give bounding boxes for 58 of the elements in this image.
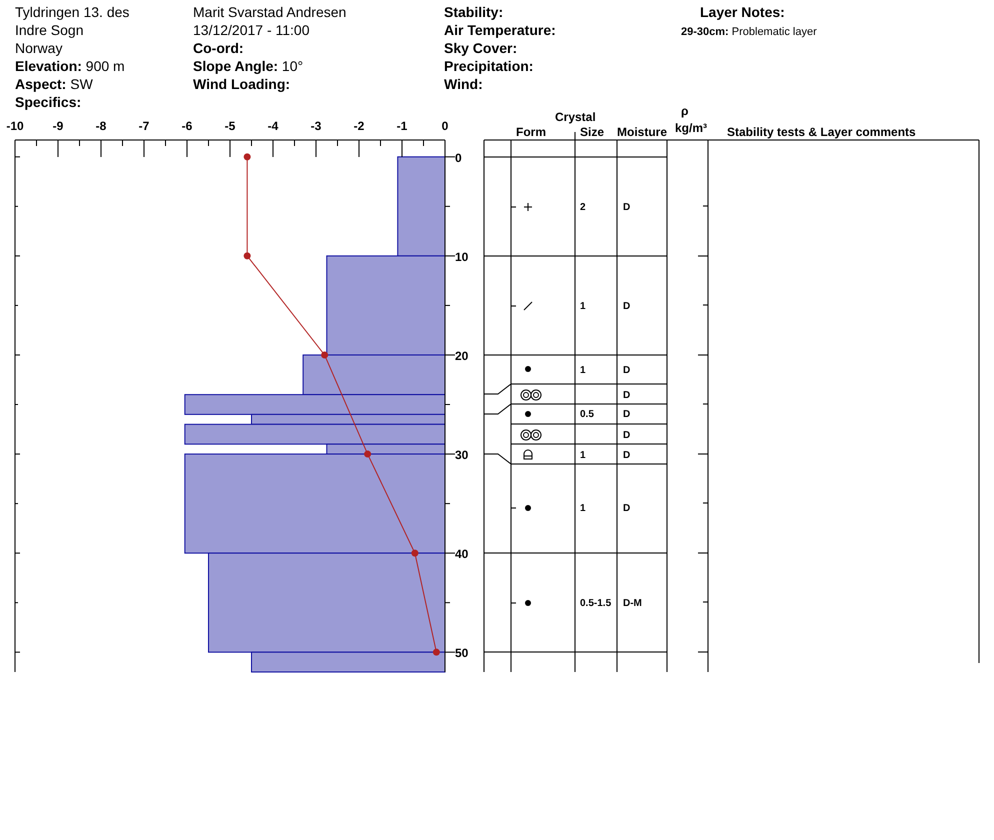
column-header: Moisture (617, 126, 668, 139)
table-cell-text: 1 (580, 365, 586, 376)
header-field: Wind Loading: (193, 76, 290, 92)
axis-tick-label: -6 (182, 119, 192, 133)
header-field: Norway (15, 40, 62, 56)
header-field: Marit Svarstad Andresen (193, 4, 346, 20)
header-field: Air Temperature: (444, 22, 556, 38)
header-field: Specifics: (15, 94, 82, 110)
axis-tick-label: 30 (455, 448, 468, 462)
column-header: ρ (681, 105, 688, 118)
axis-tick-label: -4 (268, 119, 278, 133)
header-field: Indre Sogn (15, 22, 84, 38)
table-cell-text: D (623, 202, 630, 213)
header-field: Precipitation: (444, 58, 534, 74)
table-cell-text: 2 (580, 202, 586, 213)
header-field: Co-ord: (193, 40, 244, 56)
header-field: Layer Notes: (700, 4, 785, 20)
column-header: kg/m³ (675, 122, 708, 135)
axis-tick-label: 0 (442, 119, 448, 133)
table-cell-text: 1 (580, 503, 586, 514)
axis-tick-label: -8 (96, 119, 106, 133)
table-cell-text: D (623, 390, 630, 401)
header-field: 13/12/2017 - 11:00 (193, 22, 310, 38)
axis-tick-label: -1 (396, 119, 408, 133)
axis-tick-label: -5 (224, 119, 236, 133)
table-cell-text: 0.5-1.5 (580, 598, 612, 609)
table-cell-text: 1 (580, 450, 586, 461)
axis-tick-label: 50 (455, 646, 468, 660)
table-cell-text: D (623, 503, 630, 514)
header-field: Elevation: 900 m (15, 58, 125, 74)
axis-tick-label: -9 (52, 119, 64, 133)
axis-tick-label: 10 (455, 250, 468, 264)
table-cell-text: 0.5 (580, 409, 594, 420)
axis-tick-label: -10 (6, 119, 24, 133)
axis-tick-label: 40 (455, 547, 468, 562)
column-header: Stability tests & Layer comments (727, 126, 916, 139)
layer-note: 29-30cm: Problematic layer (681, 25, 817, 40)
table-cell-text: D (623, 430, 630, 441)
table-cell-text: D (623, 301, 630, 312)
column-header: Size (580, 126, 604, 139)
table-cell-text: D-M (623, 598, 642, 609)
table-cell-text: D (623, 450, 630, 461)
table-cell-text: D (623, 409, 630, 420)
axis-tick-label: -3 (310, 119, 322, 133)
table-cell-text: 1 (580, 301, 586, 312)
header-field: Wind: (444, 76, 483, 92)
axis-tick-label: 0 (455, 150, 462, 165)
column-header: Form (516, 126, 546, 139)
header-field: Aspect: SW (15, 76, 93, 92)
header-field: Tyldringen 13. des (15, 4, 130, 20)
header-field: Stability: (444, 4, 504, 20)
axis-tick-label: 20 (455, 348, 468, 363)
axis-tick-label: -2 (354, 119, 364, 133)
axis-tick-label: -7 (138, 119, 150, 133)
table-cell-text: D (623, 365, 630, 376)
header-field: Slope Angle: 10° (193, 58, 304, 74)
column-header: Crystal (555, 111, 596, 124)
header-field: Sky Cover: (444, 40, 518, 56)
